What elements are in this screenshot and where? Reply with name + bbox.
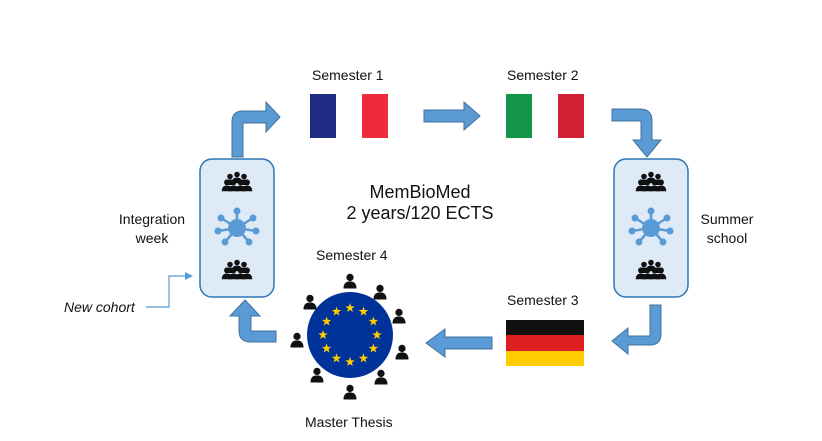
germany-flag-black xyxy=(506,320,584,336)
germany-flag xyxy=(506,320,584,366)
person-icon xyxy=(310,367,324,383)
arrow-semester3-to-semester4 xyxy=(425,328,493,358)
italy-flag-white xyxy=(532,94,558,138)
master-thesis-label: Master Thesis xyxy=(305,414,393,430)
germany-flag-red xyxy=(506,335,584,351)
semester3-label: Semester 3 xyxy=(507,292,579,308)
person-icon xyxy=(343,384,357,400)
arrow-semester1-to-semester2 xyxy=(423,100,481,132)
italy-flag-red xyxy=(558,94,584,138)
semester1-label: Semester 1 xyxy=(312,67,384,83)
person-icon xyxy=(395,344,409,360)
person-icon xyxy=(392,308,406,324)
italy-flag-green xyxy=(506,94,532,138)
summer-school-box xyxy=(613,158,689,298)
italy-flag xyxy=(506,94,584,138)
program-title: MemBioMed 2 years/120 ECTS xyxy=(330,182,510,224)
arrow-to-semester1 xyxy=(231,100,281,158)
person-icon xyxy=(290,332,304,348)
semester4-label: Semester 4 xyxy=(316,247,388,263)
person-icon xyxy=(373,284,387,300)
new-cohort-connector xyxy=(146,272,193,308)
program-subtitle: 2 years/120 ECTS xyxy=(346,203,494,223)
france-flag-blue xyxy=(310,94,336,138)
new-cohort-label: New cohort xyxy=(64,299,135,315)
summer-line1: Summer xyxy=(700,211,754,227)
germany-flag-gold xyxy=(506,350,584,366)
semester2-label: Semester 2 xyxy=(507,67,579,83)
person-icon xyxy=(343,273,357,289)
arrow-to-summer-school xyxy=(611,108,663,158)
integration-line2: week xyxy=(135,230,169,246)
integration-week-box xyxy=(199,158,275,298)
arrow-summer-to-semester3 xyxy=(611,304,662,356)
integration-line1: Integration xyxy=(118,211,186,227)
summer-line2: school xyxy=(706,230,748,246)
france-flag-red xyxy=(362,94,388,138)
france-flag xyxy=(310,94,388,138)
france-flag-white xyxy=(336,94,362,138)
integration-week-label: Integration week xyxy=(112,210,192,248)
eu-flag xyxy=(290,273,409,400)
program-name: MemBioMed xyxy=(369,182,471,202)
summer-school-label: Summer school xyxy=(692,210,762,248)
arrow-to-integration-week xyxy=(228,299,277,343)
person-icon xyxy=(303,294,317,310)
person-icon xyxy=(374,369,388,385)
